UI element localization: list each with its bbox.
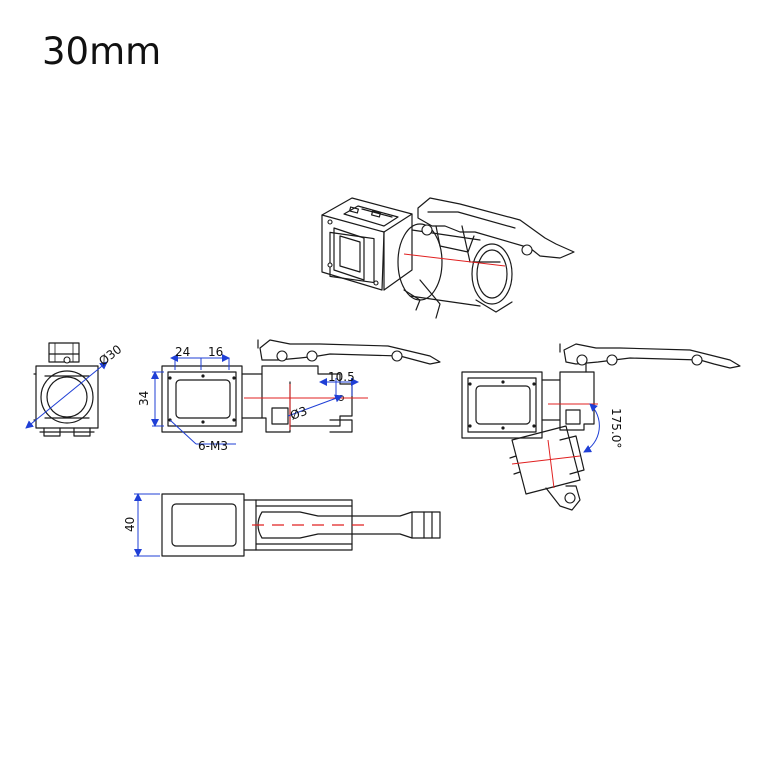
isometric-view [321,197,575,319]
page-title: 30mm [42,30,162,73]
dim-tube-diameter: Ø30 [96,342,124,368]
folded-view: 175.0° [461,343,741,511]
dim-offset-10-5: 10.5 [328,370,355,384]
dim-fold-angle: 175.0° [609,408,623,448]
dim-height-34: 34 [137,391,151,406]
dim-height-40: 40 [123,517,137,532]
top-view: 40 [123,493,441,557]
side-view: 24 16 34 6-M3 10.5 Ø3 [137,339,441,453]
dim-pin-diameter: Ø3 [288,404,309,423]
dim-width-16: 16 [208,345,223,359]
dim-screws: 6-M3 [198,439,228,453]
dim-width-24: 24 [175,345,190,359]
end-view: Ø30 [25,342,124,437]
